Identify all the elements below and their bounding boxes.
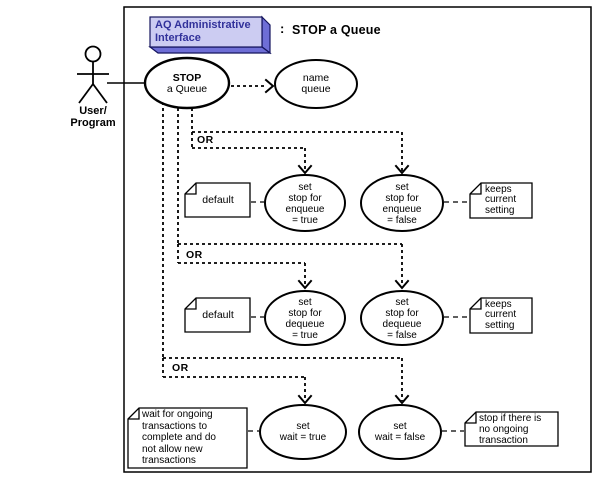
usecase-stop-line2: a Queue — [166, 83, 208, 95]
arrow-down-icon — [394, 394, 410, 405]
usecase-set-wait-true-label: set wait = true — [279, 420, 327, 444]
actor-label: User/ Program — [70, 105, 116, 129]
usecase-stop-dequeue-false-label: set stop for dequeue = false — [382, 296, 422, 341]
usecase-stop-a-queue — [143, 56, 231, 110]
note-icon — [184, 182, 251, 218]
header-tag-label: AQ Administrative Interface — [155, 19, 251, 44]
usecase-stop-enqueue-false — [360, 174, 444, 232]
usecase-set-wait-false-label: set wait = false — [374, 420, 426, 444]
arrowhead-icons — [264, 78, 410, 405]
usecase-stop-line1: STOP — [172, 72, 202, 84]
note-wait-for-transactions-label: wait for ongoing transactions to complet… — [142, 409, 216, 467]
usecase-ellipses — [143, 56, 444, 460]
note-connector-lines — [248, 201, 469, 432]
usecase-set-wait-false — [358, 404, 442, 460]
or-label-1: OR — [197, 134, 214, 146]
or-label-3: OR — [172, 362, 189, 374]
note-stop-if-no-transaction-label: stop if there is no ongoing transaction — [479, 412, 542, 446]
note-icon — [127, 407, 248, 469]
note-icon — [469, 182, 533, 219]
usecase-stop-enqueue-true-label: set stop for enqueue = true — [285, 181, 325, 226]
note-icon — [184, 297, 251, 333]
arrow-down-icon — [297, 164, 313, 175]
note-icon — [469, 297, 533, 334]
usecase-name-queue — [274, 59, 358, 109]
header-usecase-title: STOP a Queue — [292, 23, 381, 37]
arrow-down-icon — [297, 279, 313, 290]
usecase-stop-a-queue-label: STOP a Queue — [147, 63, 227, 105]
header-separator: : — [280, 21, 285, 36]
usecase-stop-dequeue-true-label: set stop for dequeue = true — [285, 296, 325, 341]
system-boundary-frame — [123, 6, 592, 473]
usecase-name-queue-label: name queue — [301, 72, 331, 95]
note-default-label: default — [202, 193, 234, 206]
arrow-down-icon — [394, 164, 410, 175]
dashed-flow-lines — [162, 85, 403, 401]
note-keeps-current-setting-label: keeps current setting — [485, 298, 517, 331]
arrow-down-icon — [297, 394, 313, 405]
actor-icon — [77, 45, 109, 104]
header-tag-face — [149, 16, 263, 48]
or-label-2: OR — [186, 249, 203, 261]
note-default-label: default — [202, 308, 234, 321]
header-tag-box — [148, 15, 272, 55]
usecase-stop-dequeue-false — [360, 290, 444, 346]
arrow-right-icon — [264, 78, 275, 94]
usecase-stop-enqueue-false-label: set stop for enqueue = false — [382, 181, 422, 226]
note-icon — [464, 411, 559, 447]
arrow-down-icon — [394, 279, 410, 290]
usecase-stop-dequeue-true — [264, 290, 346, 346]
usecase-stop-enqueue-true — [264, 174, 346, 232]
note-icons — [127, 182, 559, 469]
usecase-set-wait-true — [259, 404, 347, 460]
note-keeps-current-setting-label: keeps current setting — [485, 183, 517, 216]
header-tag-shadow-bottom — [148, 46, 272, 54]
